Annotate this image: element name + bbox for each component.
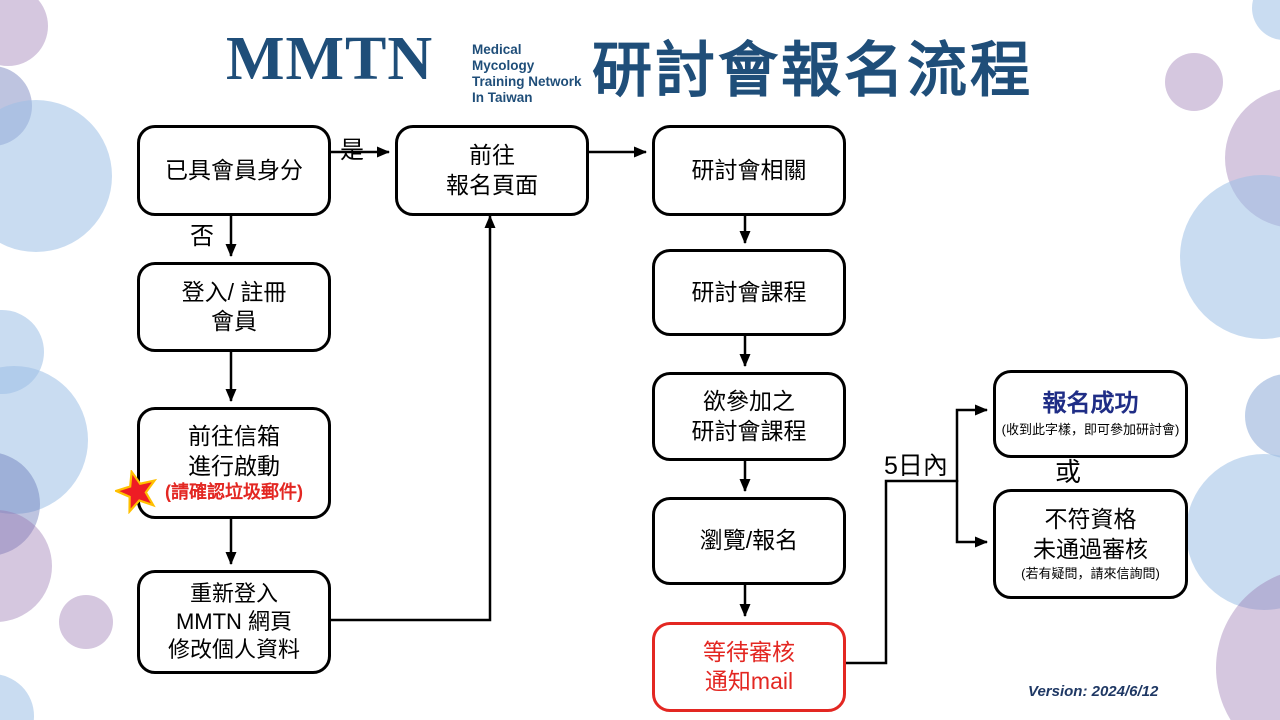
flow-box-seminar-related: 研討會相關 [652, 125, 846, 216]
box-line: 重新登入 [189, 580, 278, 606]
edge-label-or: 或 [1055, 457, 1082, 487]
box-line: 前往信箱 [188, 423, 280, 450]
flow-box-desired-courses: 欲參加之 研討會課程 [652, 372, 846, 461]
box-line: 通知mail [704, 668, 794, 694]
logo-tagline-line: Training Network [472, 74, 582, 89]
flow-box-relogin: 重新登入 MMTN 網頁 修改個人資料 [137, 570, 331, 674]
box-line: 研討會相關 [691, 156, 807, 183]
flow-box-member-check: 已具會員身分 [137, 125, 331, 216]
box-line: 會員 [211, 308, 257, 334]
box-line: 研討會課程 [691, 278, 807, 305]
spam-warning-note: (請確認垃圾郵件) [165, 482, 303, 503]
box-line: 前往 [469, 142, 515, 169]
edge-label-yes: 是 [340, 137, 364, 164]
edge-label-within-days: 5日內 [884, 452, 948, 480]
flow-box-seminar-courses: 研討會課程 [652, 249, 846, 336]
box-line: 等待審核 [703, 638, 795, 665]
flow-box-go-registration-page: 前往 報名頁面 [395, 125, 589, 216]
flow-box-login-register: 登入/ 註冊 會員 [137, 262, 331, 352]
box-line: 進行啟動 [188, 452, 280, 479]
box-line: 瀏覽/報名 [699, 527, 799, 554]
flow-box-registration-success: 報名成功 (收到此字樣，即可參加研討會) [993, 370, 1188, 458]
version-label: Version: 2024/6/12 [1028, 683, 1159, 700]
decorative-circle [1165, 53, 1223, 111]
page-title: 研討會報名流程 [592, 37, 1033, 104]
box-line: MMTN 網頁 [175, 608, 293, 634]
star-icon [115, 470, 158, 514]
box-line: 研討會課程 [691, 417, 807, 444]
flow-box-browse-register: 瀏覽/報名 [652, 497, 846, 585]
flow-box-not-qualified: 不符資格 未通過審核 (若有疑問，請來信詢問) [993, 489, 1188, 599]
box-line: 已具會員身分 [165, 156, 303, 183]
mmtn-logo: MMTN [226, 25, 434, 93]
edge-label-no: 否 [190, 223, 214, 250]
box-line: 報名頁面 [446, 171, 538, 198]
box-line: 未通過審核 [1033, 535, 1148, 562]
mmtn-logo-tagline: Medical Mycology Training Network In Tai… [472, 42, 582, 106]
box-line: 不符資格 [1044, 506, 1137, 533]
box-line: 報名成功 [1042, 390, 1139, 418]
decorative-circle [59, 595, 113, 649]
flow-box-mailbox-activation: 前往信箱 進行啟動 (請確認垃圾郵件) [137, 407, 331, 519]
box-line: 欲參加之 [703, 388, 795, 415]
box-line: 登入/ 註冊 [181, 278, 287, 305]
box-note: (收到此字樣，即可參加研討會) [1001, 421, 1180, 437]
logo-tagline-line: In Taiwan [472, 90, 533, 105]
box-note: (若有疑問，請來信詢問) [1021, 565, 1160, 581]
logo-tagline-line: Medical Mycology [472, 42, 535, 73]
flow-box-wait-review: 等待審核 通知mail [652, 622, 846, 712]
box-line: 修改個人資料 [167, 637, 300, 663]
